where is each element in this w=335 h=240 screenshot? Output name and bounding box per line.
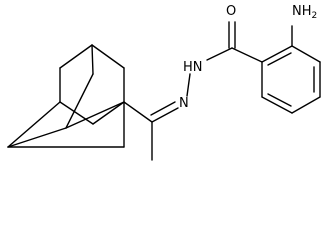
bond [231, 47, 263, 63]
bond [65, 101, 125, 129]
imine-nitrogen-label: N [179, 96, 189, 111]
bond [65, 73, 94, 129]
bond [206, 47, 233, 61]
oxygen-label: O [226, 4, 236, 19]
double-bond [150, 101, 176, 116]
bond [261, 96, 293, 114]
amine-nh-text: NH [292, 4, 312, 19]
amine-subscript: 2 [312, 11, 318, 21]
bond [59, 101, 94, 125]
bond [59, 44, 93, 69]
chemical-structure-diagram: O NH2 HN N [7, 4, 321, 161]
bond [291, 96, 321, 114]
carbonyl-group [228, 21, 263, 63]
inner-double-bond [267, 52, 292, 66]
adamantane-cage [7, 44, 125, 148]
amine-label: NH2 [292, 4, 317, 21]
hydrazide-nh-label: HN [183, 60, 203, 75]
bond [261, 45, 293, 63]
bond [186, 73, 191, 97]
benzene-ring [261, 25, 321, 114]
bond [7, 127, 67, 148]
inner-double-bond [267, 93, 292, 107]
imine-fragment [123, 47, 233, 161]
bond [91, 44, 94, 75]
bond [7, 101, 61, 148]
double-bond [151, 107, 179, 123]
bond [92, 101, 125, 125]
bond [91, 44, 125, 69]
bond [123, 101, 153, 123]
bond [291, 45, 321, 63]
